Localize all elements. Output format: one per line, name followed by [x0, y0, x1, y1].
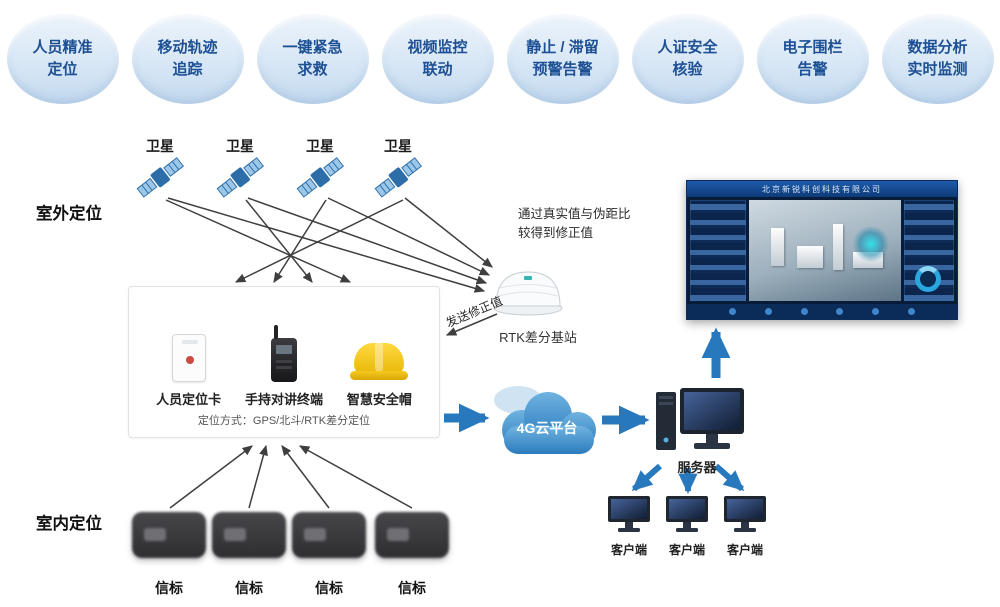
client-icon — [722, 494, 768, 536]
rtk-note: 通过真实值与伪距比 较得到修正值 — [518, 205, 631, 244]
beacon-icon — [375, 512, 449, 558]
send-correction-label: 发送修正值 — [443, 293, 505, 331]
badge-text: 定位 — [47, 61, 78, 78]
client-icon — [664, 494, 710, 536]
badge-text: 电子围栏 — [782, 39, 843, 57]
dashboard-icon-bar — [687, 304, 957, 319]
satellite-label: 卫星 — [384, 138, 412, 154]
server-label: 服务器 — [677, 460, 717, 475]
badge-data-analysis: 数据分析 实时监测 — [881, 14, 994, 104]
satellite-icon — [213, 150, 267, 204]
badge-text: 告警 — [797, 61, 828, 78]
badge-emergency-sos: 一键紧急 求救 — [256, 14, 369, 104]
satellite-icon — [133, 150, 187, 204]
dashboard-3d-plant-view — [749, 200, 901, 301]
badge-id-verification: 人证安全 核验 — [631, 14, 744, 104]
badge-dwell-alarm: 静止 / 滞留 预警告警 — [506, 14, 619, 104]
device-label: 手持对讲终端 — [244, 392, 323, 407]
satellite-label: 卫星 — [306, 138, 334, 154]
cloud-platform: 4G云平台 — [488, 376, 606, 460]
beacon-label: 信标 — [155, 580, 183, 596]
donut-chart — [915, 266, 941, 292]
badge-text: 人证安全 — [657, 39, 718, 57]
beacon-icon — [212, 512, 286, 558]
cloud-icon — [494, 386, 596, 454]
dashboard-right-panel — [904, 200, 954, 301]
satellite-label: 卫星 — [226, 138, 254, 154]
client-label: 客户端 — [668, 543, 705, 557]
beacon-icon — [132, 512, 206, 558]
indoor-section-label: 室内定位 — [36, 515, 102, 533]
handheld-radio-icon — [270, 320, 297, 382]
badge-text: 追踪 — [172, 61, 203, 78]
positioning-method-caption: 定位方式：GPS/北斗/RTK差分定位 — [197, 415, 371, 427]
server-icon — [652, 382, 748, 458]
device-label: 智慧安全帽 — [346, 392, 412, 407]
badge-text: 移动轨迹 — [157, 39, 218, 57]
client-label: 客户端 — [726, 543, 763, 557]
smart-helmet-icon — [350, 320, 409, 382]
badge-text: 数据分析 — [907, 39, 968, 57]
feature-badges-row: 人员精准 定位 移动轨迹 追踪 一键紧急 求救 视频监控 联动 静止 / 滞留 … — [0, 14, 1000, 104]
badge-text: 视频监控 — [407, 39, 468, 57]
client-icon — [606, 494, 652, 536]
radar-glow — [853, 226, 889, 262]
device-row: 人员定位卡 手持对讲终端 智慧安全帽 — [129, 287, 439, 408]
badge-precise-positioning: 人员精准 定位 — [6, 14, 119, 104]
badge-text: 求救 — [297, 61, 328, 78]
satellite-label: 卫星 — [146, 138, 174, 154]
dashboard-left-panel — [690, 200, 746, 301]
rtk-note-line2: 较得到修正值 — [518, 226, 594, 241]
dashboard-title: 北京新锐科创科技有限公司 — [687, 181, 957, 197]
badge-text: 一键紧急 — [282, 39, 343, 57]
client-label: 客户端 — [610, 543, 647, 557]
badge-text: 联动 — [422, 61, 453, 78]
rtk-base-station-label: RTK差分基站 — [499, 330, 577, 345]
positioning-card-icon — [171, 320, 206, 382]
cloud-platform-label: 4G云平台 — [516, 420, 578, 436]
terminal-devices-box: 人员定位卡 手持对讲终端 智慧安全帽 定位方式：GPS/北斗/RTK差分定位 — [128, 286, 440, 438]
beacon-label: 信标 — [315, 580, 343, 596]
badge-text: 预警告警 — [532, 61, 593, 78]
beacon-label: 信标 — [398, 580, 426, 596]
beacon-icon — [292, 512, 366, 558]
badge-text: 实时监测 — [907, 61, 968, 78]
rtk-base-station-icon — [490, 262, 566, 318]
beacon-label: 信标 — [235, 580, 263, 596]
badge-geofence-alarm: 电子围栏 告警 — [756, 14, 869, 104]
satellite-icon — [293, 150, 347, 204]
badge-trajectory-tracking: 移动轨迹 追踪 — [131, 14, 244, 104]
device-label: 人员定位卡 — [156, 392, 222, 407]
badge-video-linkage: 视频监控 联动 — [381, 14, 494, 104]
monitoring-dashboard-screenshot: 北京新锐科创科技有限公司 — [686, 180, 958, 320]
device-positioning-card: 人员定位卡 — [141, 320, 236, 408]
device-smart-helmet: 智慧安全帽 — [332, 320, 427, 408]
satellite-icon — [371, 150, 425, 204]
outdoor-section-label: 室外定位 — [36, 205, 102, 223]
badge-text: 人员精准 — [32, 39, 93, 57]
rtk-note-line1: 通过真实值与伪距比 — [518, 207, 631, 221]
device-handheld-radio: 手持对讲终端 — [236, 320, 331, 408]
badge-text: 核验 — [672, 61, 703, 78]
badge-text: 静止 / 滞留 — [526, 39, 599, 57]
dashboard-body — [687, 197, 957, 304]
